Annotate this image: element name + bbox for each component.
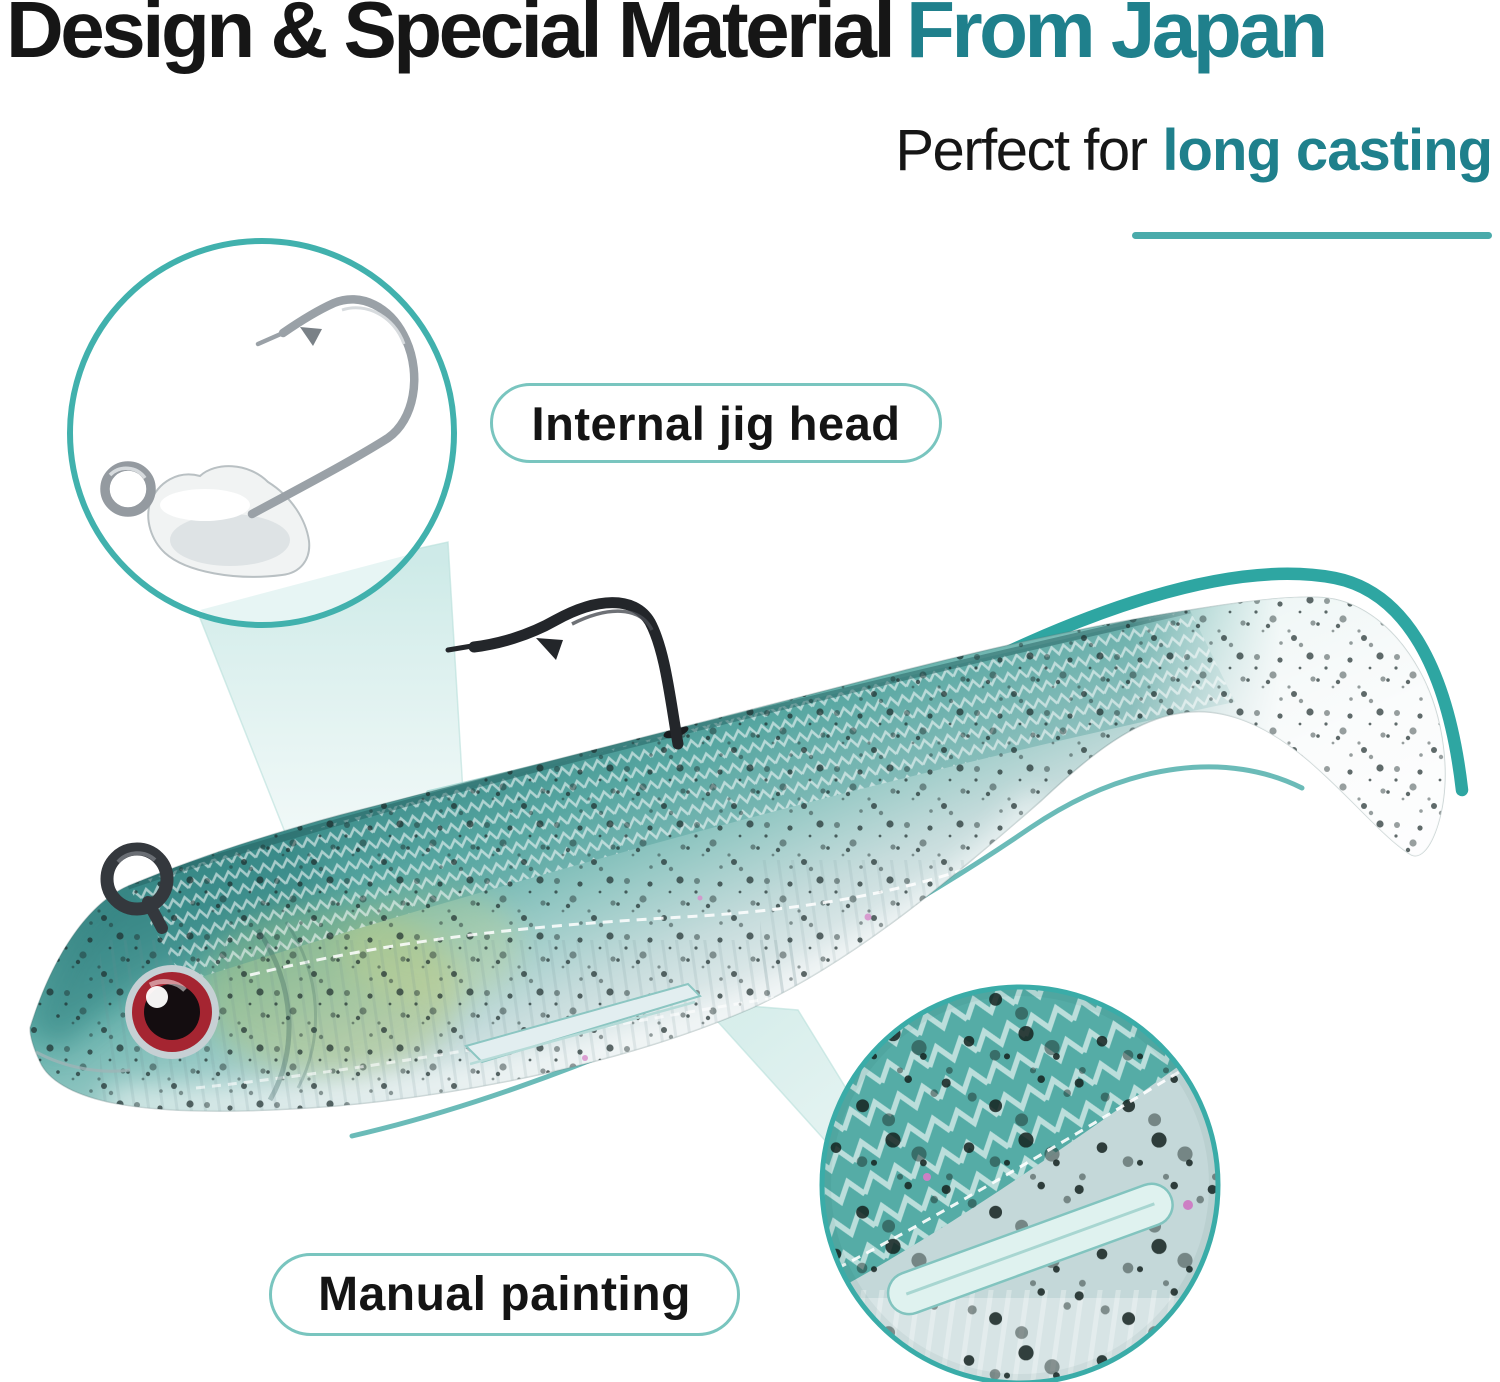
magnifier-circle — [819, 984, 1221, 1382]
texture-detail-photo — [822, 987, 1218, 1382]
title-accent: From Japan — [906, 0, 1328, 74]
title-main: Design & Special Material — [6, 0, 896, 74]
callout-label: Manual painting — [318, 1268, 691, 1321]
fish-eye — [125, 965, 219, 1059]
callout-manual-painting: Manual painting — [269, 1253, 740, 1336]
back-hook — [445, 597, 684, 750]
callout-label: Internal jig head — [531, 396, 901, 450]
callout-internal-jig-head: Internal jig head — [490, 383, 942, 463]
subtitle-underline — [1132, 232, 1492, 239]
line-tie-eyelet — [100, 842, 174, 934]
jig-hook — [247, 295, 419, 519]
fin-detail — [886, 1182, 1174, 1316]
subtitle-prefix: Perfect for — [895, 118, 1148, 183]
pectoral-fin-streak — [464, 982, 702, 1066]
subtitle-highlight: long casting — [1162, 118, 1493, 183]
